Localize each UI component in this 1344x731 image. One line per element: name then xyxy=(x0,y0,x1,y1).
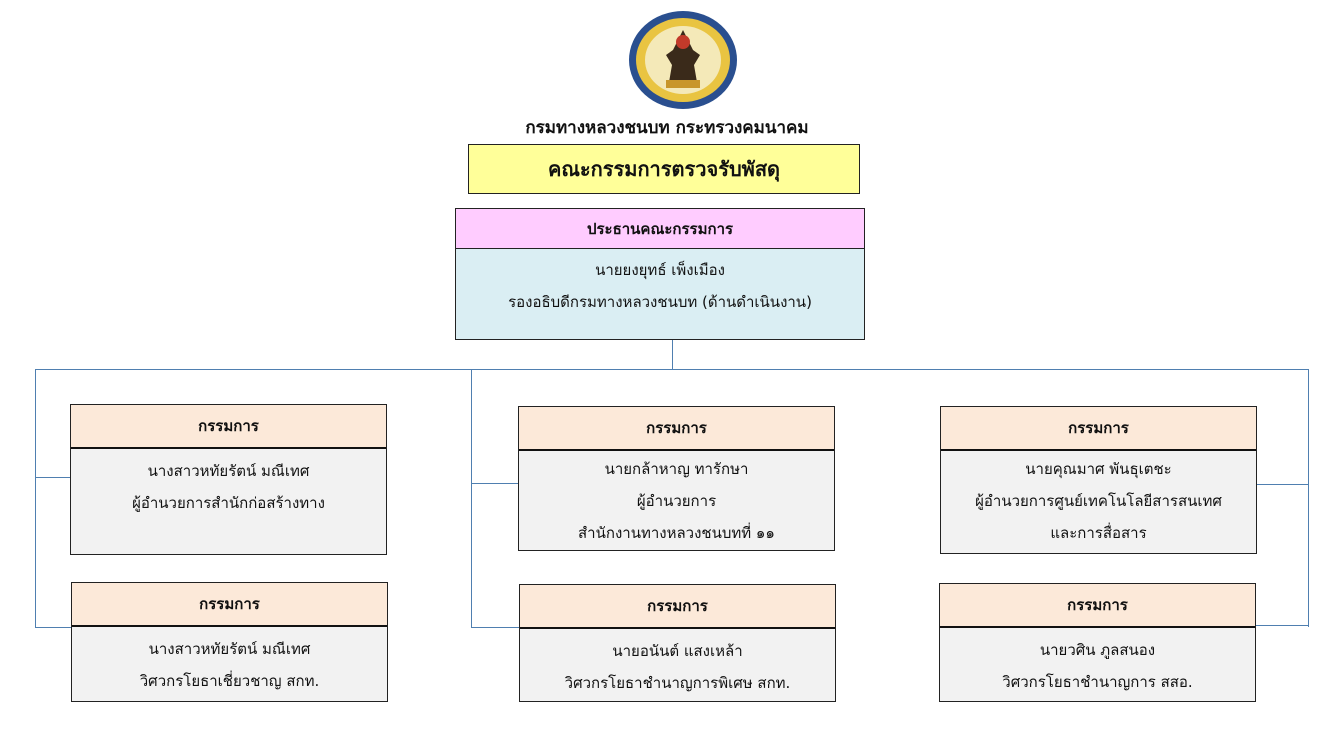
member-name: นางสาวหทัยรัตน์ มณีเทศ xyxy=(148,640,311,658)
connector xyxy=(471,627,519,628)
member-name: นายวศิน ภูลสนอง xyxy=(1039,641,1156,659)
member-box: กรรมการ นางสาวหทัยรัตน์ มณีเทศวิศวกรโยธา… xyxy=(71,582,388,702)
member-name: นายคุณมาศ พันธุเตชะ xyxy=(1025,460,1172,478)
member-role: กรรมการ xyxy=(940,584,1255,628)
member-position: วิศวกรโยธาเชี่ยวชาญ สกท. xyxy=(139,672,320,690)
member-role: กรรมการ xyxy=(519,407,834,451)
committee-title-box: คณะกรรมการตรวจรับพัสดุ xyxy=(468,144,860,194)
connector xyxy=(35,627,71,628)
connector xyxy=(35,369,1308,370)
member-box: กรรมการ นางสาวหทัยรัตน์ มณีเทศผู้อำนวยกา… xyxy=(70,404,387,555)
connector xyxy=(35,477,70,478)
member-position: ผู้อำนวยการศูนย์เทคโนโลยีสารสนเทศ xyxy=(975,492,1222,510)
connector xyxy=(1256,484,1308,485)
connector xyxy=(471,369,472,627)
chair-position: รองอธิบดีกรมทางหลวงชนบท (ด้านดำเนินงาน) xyxy=(508,293,812,311)
member-office: สำนักงานทางหลวงชนบทที่ ๑๑ xyxy=(578,524,775,542)
member-office: และการสื่อสาร xyxy=(1050,524,1147,542)
committee-title: คณะกรรมการตรวจรับพัสดุ xyxy=(547,157,781,181)
chair-role: ประธานคณะกรรมการ xyxy=(456,209,864,249)
member-position: ผู้อำนวยการสำนักก่อสร้างทาง xyxy=(132,494,325,512)
member-box: กรรมการ นายคุณมาศ พันธุเตชะผู้อำนวยการศู… xyxy=(940,406,1257,554)
connector xyxy=(1255,625,1308,626)
member-name: นายอนันต์ แสงเหล้า xyxy=(612,642,743,660)
chair-name: นายยงยุทธ์ เพ็งเมือง xyxy=(595,261,725,279)
member-role: กรรมการ xyxy=(520,585,835,629)
member-role: กรรมการ xyxy=(72,583,387,627)
chair-box: ประธานคณะกรรมการ นายยงยุทธ์ เพ็งเมือง รอ… xyxy=(455,208,865,340)
connector xyxy=(672,340,673,369)
member-role: กรรมการ xyxy=(71,405,386,449)
connector xyxy=(1308,369,1309,627)
member-box: กรรมการ นายวศิน ภูลสนองวิศวกรโยธาชำนาญกา… xyxy=(939,583,1256,702)
member-box: กรรมการ นายกล้าหาญ ทารักษาผู้อำนวยการสำน… xyxy=(518,406,835,551)
member-position: วิศวกรโยธาชำนาญการ สสอ. xyxy=(1002,673,1193,691)
member-role: กรรมการ xyxy=(941,407,1256,451)
org-title: กรมทางหลวงชนบท กระทรวงคมนาคม xyxy=(525,118,809,138)
member-name: นางสาวหทัยรัตน์ มณีเทศ xyxy=(147,462,310,480)
connector xyxy=(35,369,36,627)
member-position: วิศวกรโยธาชำนาญการพิเศษ สกท. xyxy=(564,674,791,692)
department-logo xyxy=(628,10,738,110)
connector xyxy=(471,483,518,484)
member-name: นายกล้าหาญ ทารักษา xyxy=(604,460,749,478)
member-position: ผู้อำนวยการ xyxy=(636,492,717,510)
member-box: กรรมการ นายอนันต์ แสงเหล้าวิศวกรโยธาชำนา… xyxy=(519,584,836,702)
